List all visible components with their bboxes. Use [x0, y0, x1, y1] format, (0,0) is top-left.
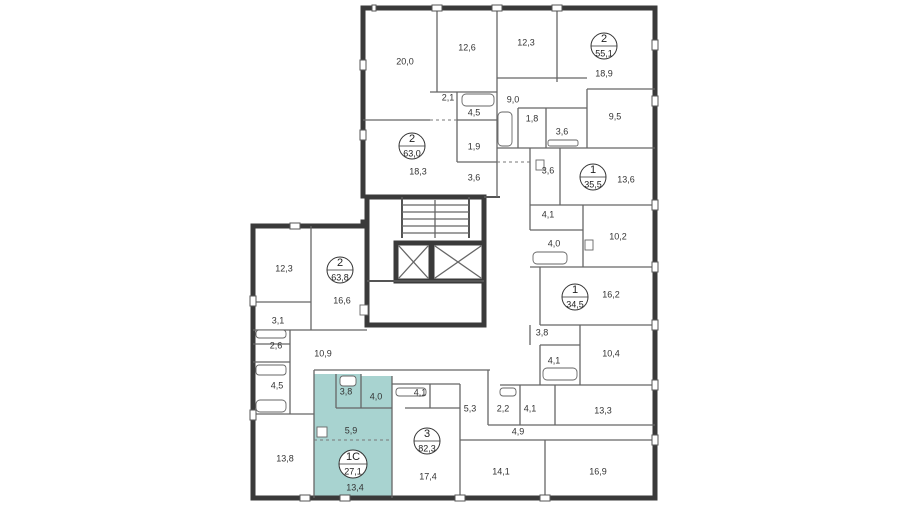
room-area: 4,0 [548, 238, 561, 248]
room-area: 13,6 [617, 174, 635, 184]
room-area: 13,8 [276, 453, 294, 463]
bathroom-fixtures [255, 93, 594, 438]
apartment-marker-2-638[interactable]: 2 63,8 [326, 256, 354, 284]
outer-walls [250, 5, 658, 501]
apartment-total-area: 63,0 [403, 148, 421, 158]
room-area: 4,0 [370, 391, 383, 401]
room-area: 10,4 [602, 348, 620, 358]
apartment-marker-1c-271[interactable]: 1С 27,1 [338, 449, 368, 479]
windows [249, 4, 659, 502]
room-area: 10,2 [609, 231, 627, 241]
room-area: 12,6 [458, 42, 476, 52]
room-area: 4,1 [524, 403, 537, 413]
room-area: 4,1 [542, 209, 555, 219]
apartment-total-area: 34,5 [566, 299, 584, 309]
apartment-marker-1-345[interactable]: 1 34,5 [561, 283, 589, 311]
apartment-marker-3-823[interactable]: 3 82,3 [413, 427, 441, 455]
apartment-total-area: 55,1 [595, 48, 613, 58]
room-area: 5,9 [345, 425, 358, 435]
room-area: 16,6 [333, 295, 351, 305]
room-area: 3,1 [272, 315, 285, 325]
room-area: 12,3 [275, 263, 293, 273]
room-area: 1,8 [526, 113, 539, 123]
room-area: 2,2 [497, 403, 510, 413]
apartment-rooms: 1С [346, 451, 360, 463]
room-area: 1,9 [468, 141, 481, 151]
apartment-total-area: 82,3 [418, 443, 436, 453]
apartment-marker-2-551[interactable]: 2 55,1 [590, 32, 618, 60]
apartment-rooms: 2 [409, 133, 415, 145]
room-area: 3,6 [468, 172, 481, 182]
dashed-lines [314, 119, 530, 441]
room-area: 4,5 [468, 107, 481, 117]
room-area: 12,3 [517, 37, 535, 47]
room-area: 10,9 [314, 348, 332, 358]
room-area: 16,2 [602, 289, 620, 299]
room-area: 13,3 [594, 405, 612, 415]
room-labels: 20,0 12,6 12,3 18,9 2,1 4,5 9,0 1,8 3,6 … [270, 37, 635, 492]
room-area: 4,1 [414, 387, 427, 397]
room-area: 3,6 [556, 126, 569, 136]
apartment-total-area: 63,8 [331, 272, 349, 282]
partitions [253, 8, 655, 498]
room-area: 20,0 [396, 56, 414, 66]
room-area: 9,0 [507, 94, 520, 104]
apartment-rooms: 1 [590, 164, 596, 176]
room-area: 2,1 [442, 92, 455, 102]
room-area: 2,6 [270, 340, 283, 350]
room-area: 17,4 [419, 471, 437, 481]
highlighted-apartment-1c[interactable] [314, 374, 392, 500]
room-area: 3,8 [536, 327, 549, 337]
room-area: 9,5 [609, 111, 622, 121]
apartment-total-area: 35,5 [584, 179, 602, 189]
apartment-rooms: 3 [424, 428, 430, 440]
room-area: 4,9 [512, 426, 525, 436]
room-area: 3,6 [542, 165, 555, 175]
room-area: 4,5 [271, 380, 284, 390]
room-area: 3,8 [340, 386, 353, 396]
room-area: 13,4 [346, 482, 364, 492]
apartment-rooms: 2 [601, 33, 607, 45]
room-area: 4,1 [548, 355, 561, 365]
apartment-rooms: 1 [572, 284, 578, 296]
room-area: 18,9 [595, 68, 613, 78]
apartment-rooms: 2 [337, 257, 343, 269]
room-area: 5,3 [464, 403, 477, 413]
apartment-marker-1-355[interactable]: 1 35,5 [579, 163, 607, 191]
apartment-total-area: 27,1 [344, 466, 362, 476]
elevator-core [364, 194, 500, 328]
apartment-marker-2-630[interactable]: 2 63,0 [398, 132, 426, 160]
room-area: 14,1 [492, 466, 510, 476]
room-area: 18,3 [409, 166, 427, 176]
room-area: 16,9 [589, 466, 607, 476]
